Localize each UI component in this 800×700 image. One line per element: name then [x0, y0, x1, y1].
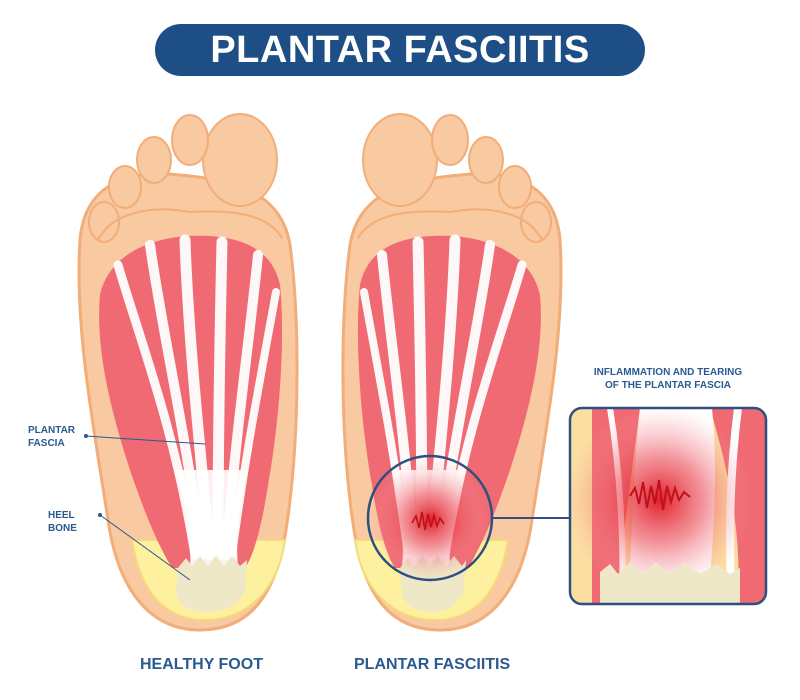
toe	[171, 114, 209, 166]
affected-foot	[341, 113, 570, 632]
title-banner: PLANTAR FASCIITIS	[155, 24, 645, 76]
plantar-fascia-label-line1: PLANTAR	[28, 425, 76, 436]
heel-bone-label: HEEL BONE	[48, 509, 77, 535]
inflammation-callout-label: INFLAMMATION AND TEARING OF THE PLANTAR …	[580, 366, 756, 392]
toe	[108, 165, 142, 209]
callout-line1: INFLAMMATION AND TEARING	[593, 367, 743, 378]
heel-bone-label-line1: HEEL	[48, 510, 75, 521]
plantar-fascia-label: PLANTAR FASCIA	[28, 424, 75, 450]
zoom-inset	[568, 406, 768, 606]
caption-healthy-foot: HEALTHY FOOT	[140, 656, 263, 673]
big-toe	[362, 113, 438, 207]
toe	[431, 114, 469, 166]
caption-plantar-fasciitis: PLANTAR FASCIITIS	[354, 656, 511, 673]
zoom-frame	[568, 406, 768, 606]
toe	[88, 201, 120, 243]
callout-line2: OF THE PLANTAR FASCIA	[605, 380, 731, 391]
plantar-fascia-label-line2: FASCIA	[28, 438, 65, 449]
toe	[498, 165, 532, 209]
big-toe	[202, 113, 278, 207]
toe	[136, 136, 172, 184]
toe	[468, 136, 504, 184]
heel-bone-shape	[176, 555, 247, 612]
page-title: PLANTAR FASCIITIS	[210, 28, 590, 71]
healthy-foot	[77, 113, 299, 632]
heel-bone-label-line2: BONE	[48, 523, 77, 534]
toe	[520, 201, 552, 243]
